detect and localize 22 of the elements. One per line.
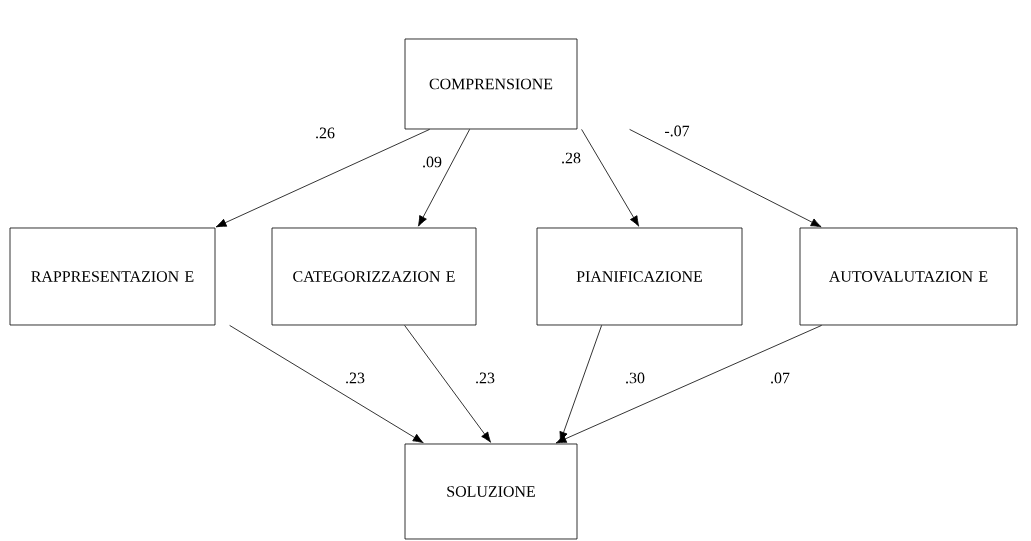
edge-label: .30 bbox=[624, 371, 646, 385]
arrow bbox=[418, 129, 470, 227]
process-box: COMPRENSIONE bbox=[404, 38, 578, 130]
arrow bbox=[404, 325, 492, 443]
process-box: AUTOVALUTAZION E bbox=[799, 227, 1018, 326]
arrow bbox=[215, 129, 430, 228]
edge-label: .23 bbox=[344, 371, 366, 385]
edge-label: .23 bbox=[474, 371, 496, 385]
process-box: PIANIFICAZIONE bbox=[536, 227, 743, 326]
process-box: CATEGORIZZAZION E bbox=[271, 227, 477, 326]
arrow bbox=[559, 325, 602, 443]
arrow bbox=[555, 325, 822, 444]
edge-label: .07 bbox=[769, 371, 791, 385]
edge-label: -.07 bbox=[663, 124, 691, 138]
edge-label: .09 bbox=[421, 155, 443, 169]
edge-label: .28 bbox=[560, 151, 582, 165]
arrow bbox=[581, 129, 640, 227]
process-box: SOLUZIONE bbox=[404, 443, 578, 540]
edge-label: .26 bbox=[314, 126, 336, 140]
process-box: RAPPRESENTAZION E bbox=[9, 227, 216, 326]
arrow bbox=[229, 325, 424, 444]
arrow bbox=[629, 129, 822, 228]
